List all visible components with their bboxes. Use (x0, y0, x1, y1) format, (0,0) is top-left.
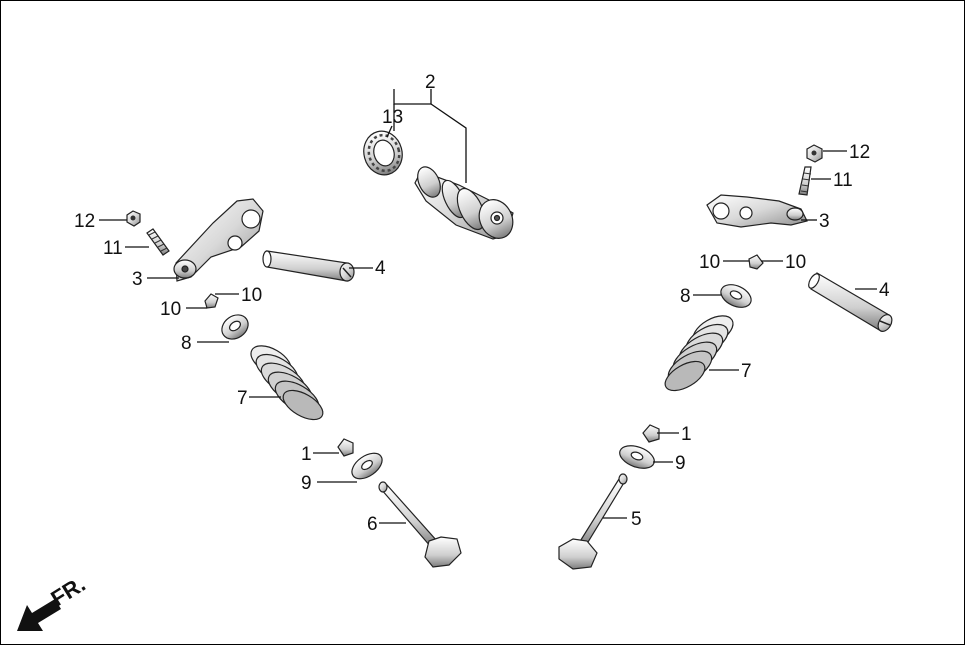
callout-11-right: 11 (833, 170, 853, 191)
front-arrow-icon (17, 599, 61, 631)
valve-seal-right-part (642, 424, 660, 443)
spring-seat-right-part (619, 445, 655, 469)
callout-10-right-b: 10 (785, 252, 806, 273)
callout-10-left-a: 10 (160, 299, 181, 320)
adjusting-screw-right-part (798, 166, 812, 196)
valve-cotter-left-part (204, 293, 219, 309)
spring-retainer-left-part (221, 314, 249, 340)
rocker-shaft-left-part (262, 250, 355, 282)
spring-retainer-right-part (720, 284, 752, 308)
valve-cotter-right-part (748, 254, 764, 270)
callout-5: 5 (631, 509, 642, 530)
callout-13: 13 (382, 107, 403, 128)
callout-8-left: 8 (181, 333, 192, 354)
rocker-arm-right-part (706, 194, 808, 228)
callout-12-left: 12 (74, 211, 95, 232)
callout-9-right: 9 (675, 453, 686, 474)
callout-4-right: 4 (879, 280, 890, 301)
callout-10-right-a: 10 (699, 252, 720, 273)
callout-3-left: 3 (132, 269, 143, 290)
valve-seal-left-part (337, 438, 354, 457)
exhaust-valve-part (558, 473, 628, 570)
callout-2: 2 (425, 72, 436, 93)
adjusting-screw-left-part (146, 228, 170, 256)
front-indicator: FR. (17, 571, 90, 631)
callout-11-left: 11 (103, 238, 123, 259)
spring-seat-left-part (351, 452, 383, 480)
callout-labels: 2 13 12 11 3 4 10 10 8 7 1 9 6 12 11 3 1… (74, 72, 890, 535)
callout-6: 6 (367, 514, 378, 535)
callout-10-left-b: 10 (241, 285, 262, 306)
bearing-part (363, 130, 403, 176)
valve-spring-right-part (664, 315, 734, 392)
callout-9-left: 9 (301, 473, 312, 494)
callout-4-left: 4 (375, 258, 386, 279)
callout-12-right: 12 (849, 142, 870, 163)
callout-7-right: 7 (741, 361, 752, 382)
rocker-arm-left-part (173, 198, 264, 282)
rocker-shaft-right-part (808, 272, 893, 332)
callout-1-right: 1 (681, 424, 692, 445)
leader-lines (99, 89, 877, 524)
lock-nut-right-part (806, 144, 823, 163)
callout-8-right: 8 (680, 286, 691, 307)
lock-nut-left-part (126, 210, 141, 227)
callout-1-left: 1 (301, 444, 312, 465)
intake-valve-part (378, 481, 462, 568)
callout-7-left: 7 (237, 388, 248, 409)
camshaft-part (414, 166, 514, 240)
callout-3-right: 3 (819, 211, 830, 232)
valve-spring-left-part (250, 345, 324, 421)
